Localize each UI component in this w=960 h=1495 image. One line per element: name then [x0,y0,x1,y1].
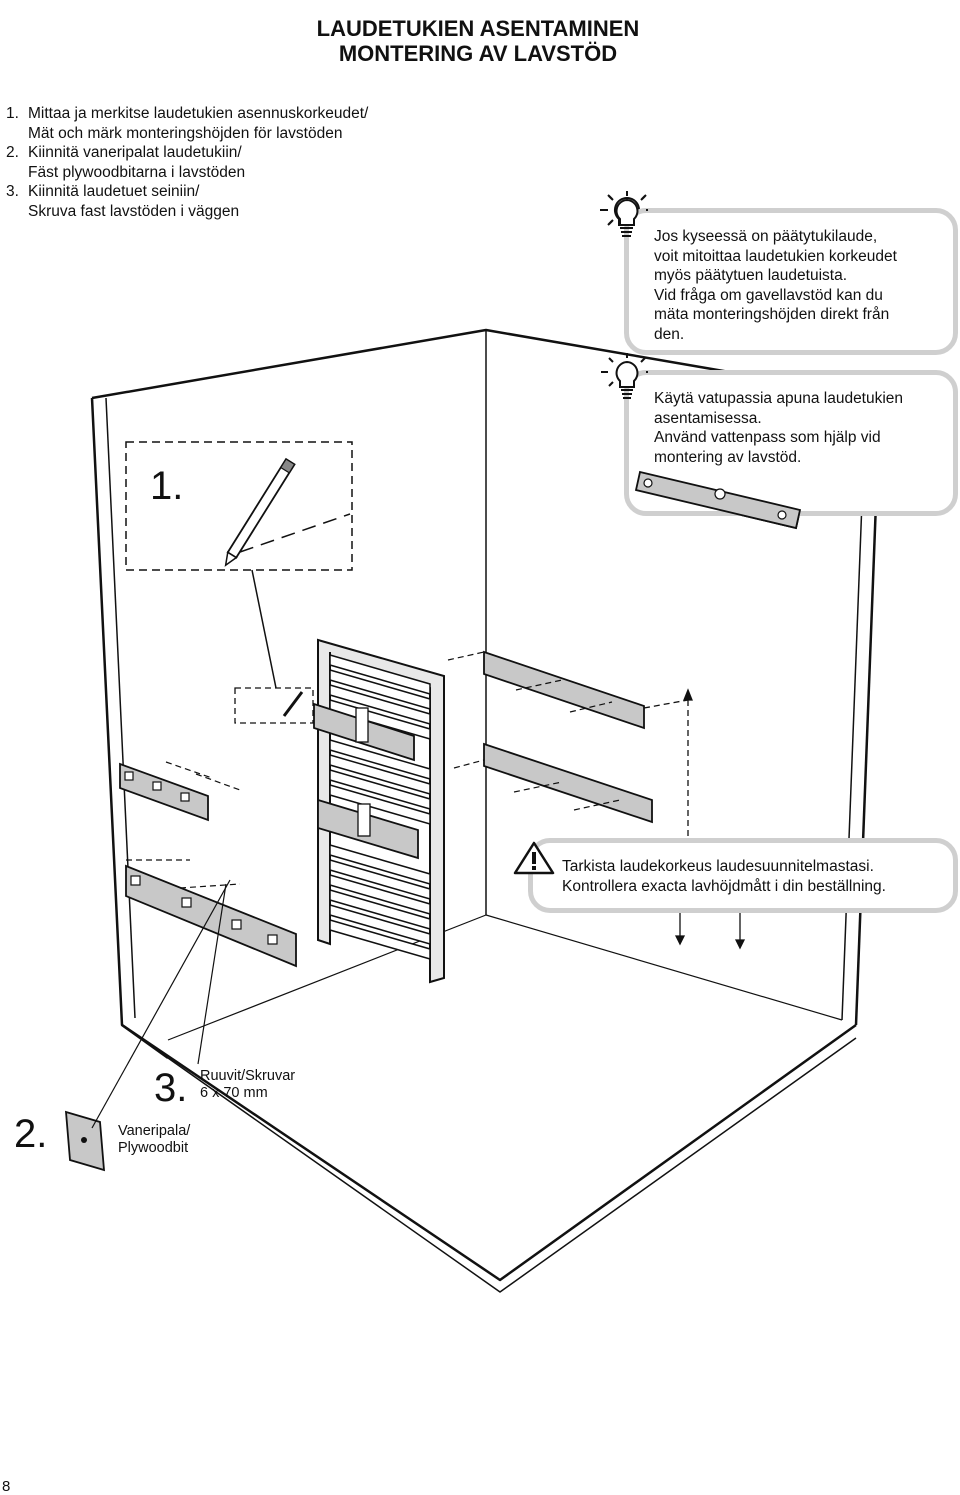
title-line-fi: LAUDETUKIEN ASENTAMINEN [316,16,640,41]
tip-text-line: Använd vattenpass som hjälp vid [654,429,881,446]
tip-text-line: Käytä vatupassia apuna laudetukien [654,390,904,407]
warning-text-sv: Kontrollera exacta lavhöjdmått i din bes… [562,877,886,895]
left-support-lower [125,859,297,968]
step-text-fi: Kiinnitä laudetuet seiniin/ [28,183,200,200]
step-number: 1. [6,105,19,122]
step-2: 2. Kiinnitä vaneripalat laudetukiin/Fäst… [6,143,506,182]
step1-detail-box [125,441,353,571]
step-text-sv: Mät och märk monteringshöjden för lavstö… [28,124,343,142]
step-text-sv: Fäst plywoodbitarna i lavstöden [28,163,246,181]
step-text-fi: Mittaa ja merkitse laudetukien asennusko… [28,105,369,122]
tip-text-line: voit mitoittaa laudetukien korkeudet [654,247,897,265]
screws-name: Ruuvit/Skruvar [200,1068,296,1084]
tip-text-line: den. [654,325,685,343]
title-line-sv: MONTERING AV LAVSTÖD [338,41,618,66]
bench-end-frame [313,638,445,984]
step-text-sv: Skruva fast lavstöden i väggen [28,202,240,220]
tip-text-line: asentamisessa. [654,409,762,427]
warning-text-fi: Tarkista laudekorkeus laudesuunnitelmast… [562,858,874,875]
step-text-fi: Kiinnitä vaneripalat laudetukiin/ [28,144,242,161]
step-number: 3. [6,183,19,200]
plywood-label: Vaneripala/ Plywoodbit [118,1123,190,1157]
step2-label: 2. [14,1112,48,1156]
step-1: 1. Mittaa ja merkitse laudetukien asennu… [6,104,506,143]
tip-text-line: Jos kyseessä on päätytukilaude, [654,228,878,245]
tip-text-line: Vid fråga om gavellavstöd kan du [654,286,883,304]
lightbulb-icon [601,191,648,237]
warning-box: Tarkista laudekorkeus laudesuunnitelmast… [528,838,958,913]
lightbulb-icon [601,353,648,399]
back-support-upper [447,650,645,730]
warning-triangle-icon [513,841,555,875]
step-3: 3. Kiinnitä laudetuet seiniin/Skruva fas… [6,182,506,221]
steps-list: 1. Mittaa ja merkitse laudetukien asennu… [6,104,506,221]
back-support-lower [453,742,653,824]
step-number: 2. [6,144,19,161]
plywood-name-fi: Vaneripala/ [118,1123,191,1139]
plywood-piece [64,879,231,1172]
step3-label: 3. [154,1066,188,1110]
tip-box-end-support: Jos kyseessä on päätytukilaude, voit mit… [624,208,958,355]
page-title: LAUDETUKIEN ASENTAMINEN MONTERING AV LAV… [298,16,658,66]
tip-text-line: myös päätytuen laudetuista. [654,267,848,284]
step1-label: 1. [150,464,184,508]
tip-text-line: montering av lavstöd. [654,448,802,466]
left-support-upper [119,761,241,822]
plywood-name-sv: Plywoodbit [118,1140,189,1156]
pencil-icon [224,457,296,567]
page-number: 8 [2,1478,11,1495]
tip-box-spirit-level: Käytä vatupassia apuna laudetukien asent… [624,370,958,516]
screws-size: 6 x 70 mm [200,1085,268,1101]
screws-label: Ruuvit/Skruvar 6 x 70 mm [200,1068,295,1102]
tip-text-line: mäta monteringshöjden direkt från [654,306,890,323]
